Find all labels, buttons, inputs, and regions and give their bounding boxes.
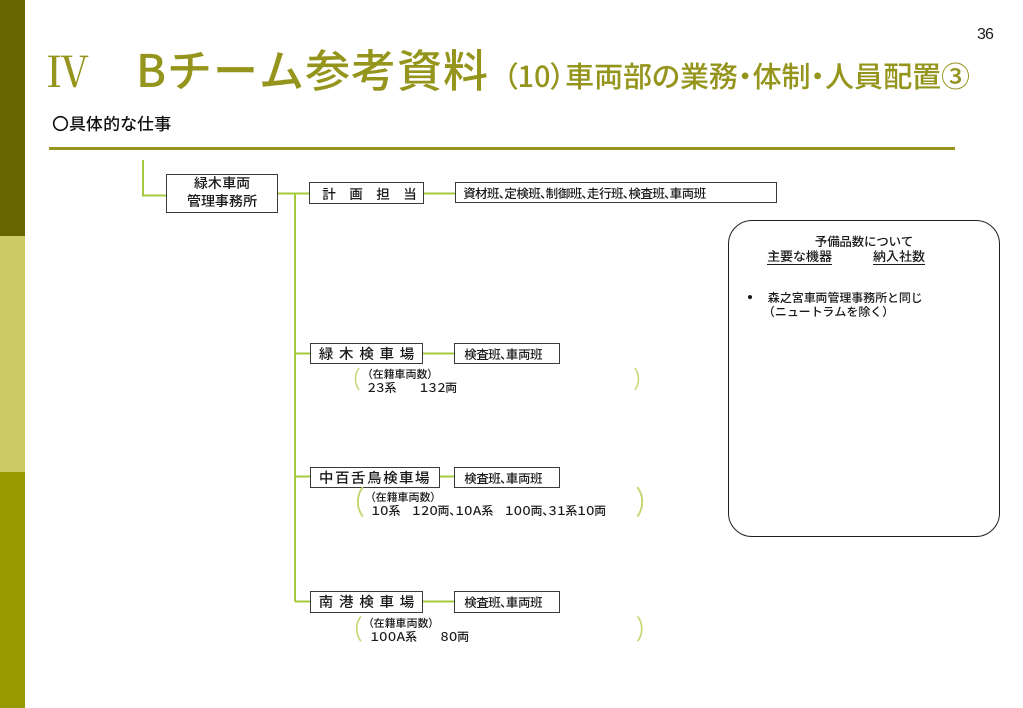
- connector-top-feeder: [142, 160, 166, 197]
- org-box-depot-midorigi: 緑 木 検 車 場: [310, 342, 423, 364]
- org-box-root-line1: 緑木車両: [194, 173, 250, 193]
- left-bar-bottom: [0, 472, 25, 708]
- bracket-open-depot1: （: [341, 360, 361, 395]
- slide-title: Ⅳ Bチーム参考資料 （10）車両部の業務・体制・人員配置③: [47, 38, 970, 110]
- bracket-open-depot2: （: [339, 478, 365, 524]
- title-main-text: Bチーム参考資料: [136, 35, 490, 100]
- left-bar-top: [0, 0, 25, 236]
- org-box-depot-midorigi-teams: 検査班、車両班: [454, 342, 560, 364]
- org-box-depot-nanko-teams: 検査班、車両班: [454, 591, 560, 613]
- page-number: 36: [977, 25, 994, 43]
- heading-rule: [49, 147, 955, 150]
- title-section-numeral: Ⅳ: [47, 40, 90, 100]
- fleet-count-depot2: １０系 １２０両、１０Ａ系 １００両、３１系１０両: [371, 502, 606, 519]
- bracket-open-depot3: （: [340, 608, 363, 647]
- fleet-count-label-depot2: （在籍車両数）: [370, 489, 436, 505]
- note-box-header-suppliers: 納入社数: [873, 246, 926, 265]
- org-box-depot-nakamozu-teams: 検査班、車両班: [454, 466, 560, 488]
- bracket-close-depot1: ）: [633, 360, 653, 395]
- org-box-root-line2: 管理事務所: [187, 190, 257, 211]
- org-box-planning-teams: 資材班、定検班、制御班、走行班、検査班、車両班: [455, 182, 777, 203]
- org-box-depot-nakamozu: 中百舌鳥検車場: [310, 466, 440, 488]
- fleet-count-label-depot3: （在籍車両数）: [368, 614, 434, 631]
- fleet-count-depot1: ２３系 １３２両: [367, 378, 458, 396]
- bracket-close-depot3: ）: [635, 608, 658, 647]
- org-box-depot-nanko: 南 港 検 車 場: [310, 591, 423, 613]
- spare-parts-note-box: 予備品数について 主要な機器 納入社数 ・ 森之宮車両管理事務所と同じ （ニュー…: [728, 220, 1000, 537]
- note-box-bullet: ・: [741, 284, 759, 310]
- note-box-header-equipment: 主要な機器: [767, 246, 833, 265]
- title-sub-text: （10）車両部の業務・体制・人員配置③: [503, 54, 971, 96]
- note-box-line1: 森之宮車両管理事務所と同じ: [768, 288, 923, 306]
- org-box-planning: 計 画 担 当: [309, 182, 424, 204]
- fleet-count-depot3: １００Ａ系 ８０両: [370, 628, 469, 645]
- note-box-title: 予備品数について: [814, 231, 914, 250]
- fleet-count-label-depot1: （在籍車両数）: [367, 366, 433, 382]
- org-box-root-office: 緑木車両 管理事務所: [166, 174, 278, 213]
- section-heading: 〇具体的な仕事: [52, 110, 171, 135]
- left-bar-middle: [0, 236, 25, 472]
- note-box-line2: （ニュートラムを除く）: [763, 303, 894, 320]
- bracket-close-depot2: ）: [635, 478, 661, 524]
